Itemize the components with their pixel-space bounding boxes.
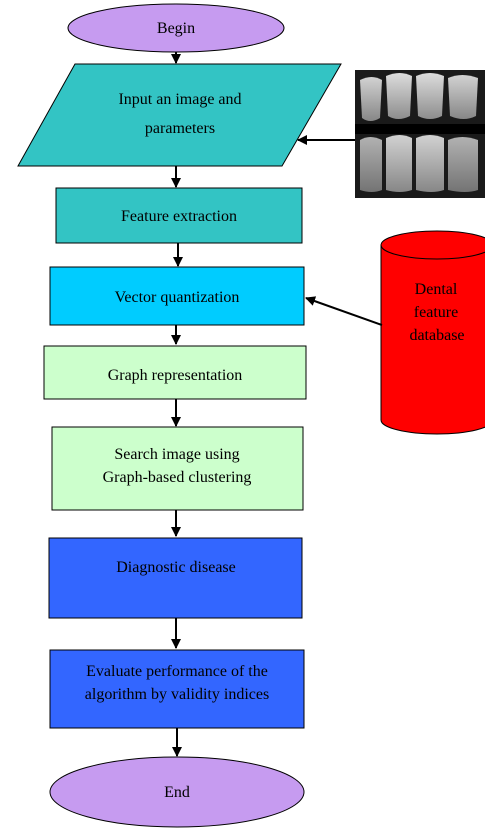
evaluate-performance-label-line1: Evaluate performance of the [86,663,268,680]
database-label-line3: database [409,327,464,344]
dental-xray-image [355,70,485,198]
diagnostic-disease-label: Diagnostic disease [116,559,236,576]
input-label-line2: parameters [145,120,215,137]
end-node [49,756,305,828]
search-image-label-line1: Search image using [114,446,239,463]
feature-extraction-node [55,187,303,244]
diagnostic-disease-node [48,537,303,619]
evaluate-performance-node [49,649,305,729]
begin-label: Begin [157,20,195,37]
arrow-database-vector [305,296,383,326]
search-image-node [51,426,304,511]
database-label-line1: Dental [415,281,458,298]
feature-extraction-label: Feature extraction [121,208,237,225]
vector-quantization-node [49,266,305,326]
search-image-label-line2: Graph-based clustering [103,469,252,486]
input-node [17,63,342,167]
graph-representation-label: Graph representation [108,367,243,384]
input-label-line1: Input an image and [118,91,241,108]
database-label-line2: feature [414,304,458,321]
vector-quantization-label: Vector quantization [115,289,240,306]
end-label: End [164,784,190,801]
evaluate-performance-label-line2: algorithm by validity indices [85,686,269,703]
dental-feature-database [380,230,485,435]
